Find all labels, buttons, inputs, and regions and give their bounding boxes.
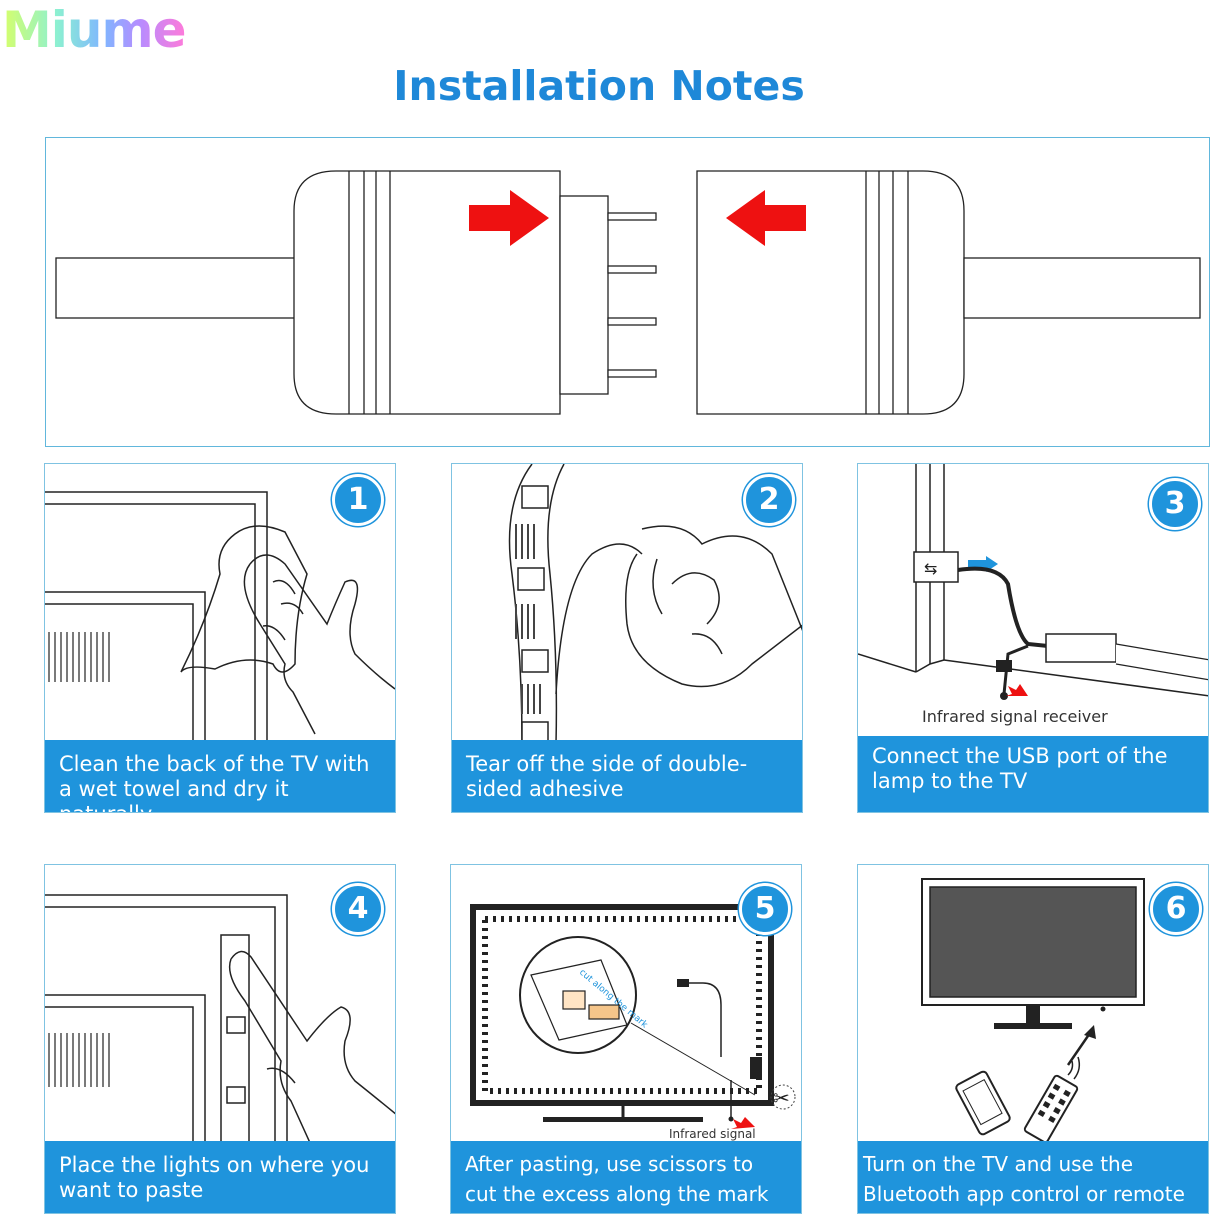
arrow-right-icon [469, 190, 549, 246]
step-panel-6: 6 Turn on the TV and use the Bluetooth a… [857, 864, 1209, 1214]
connector-illustration [55, 170, 1201, 415]
step-caption-4: Place the lights on where you want to pa… [45, 1141, 395, 1213]
step-number-6: 6 [1150, 883, 1202, 935]
svg-text:✂: ✂ [773, 1086, 790, 1110]
left-plug-head [559, 195, 609, 395]
step-caption-3: Connect the USB port of the lamp to the … [858, 736, 1208, 812]
step-panel-2: 2 Tear off the side of double-sided adhe… [451, 463, 803, 813]
page-title: Installation Notes [393, 62, 805, 110]
brand-logo: Miume [2, 1, 187, 59]
phone-icon [955, 1070, 1011, 1136]
step-4-illustration [45, 894, 395, 1145]
step-5-illustration: cut along the mark ✂ [470, 904, 796, 1129]
step-panel-3: ⇆ Infrared signal receiver 3 Connect the… [857, 463, 1209, 813]
step-number-3: 3 [1149, 478, 1201, 530]
step-panel-4: 4 Place the lights on where you want to … [44, 864, 396, 1214]
step-caption-2: Tear off the side of double-sided adhesi… [452, 740, 802, 812]
infrared-receiver-label: Infrared signal receiver [922, 707, 1108, 726]
step-panel-5: cut along the mark ✂ Infrared signal rec… [450, 864, 802, 1214]
signal-icon [1067, 1056, 1081, 1080]
step-panel-1: 1 Clean the back of the TV with a wet to… [44, 463, 396, 813]
step-caption-6: Turn on the TV and use the Bluetooth app… [858, 1141, 1208, 1213]
step-number-1: 1 [332, 474, 384, 526]
step-caption-5: After pasting, use scissors to cut the e… [451, 1141, 801, 1213]
step-number-2: 2 [743, 474, 795, 526]
connector-diagram [45, 137, 1210, 447]
step-2-illustration [508, 464, 802, 744]
left-strip [55, 257, 297, 319]
svg-text:⇆: ⇆ [924, 559, 937, 578]
right-socket-body [696, 170, 965, 415]
right-strip [963, 257, 1201, 319]
step-number-4: 4 [332, 883, 384, 935]
step-6-illustration [921, 878, 1145, 1144]
step-1-illustration [45, 491, 395, 744]
step-3-illustration: ⇆ [858, 464, 1208, 700]
remote-icon [1023, 1074, 1079, 1144]
scissors-icon: ✂ [770, 1084, 796, 1110]
left-plug-body [293, 170, 561, 415]
usb-icon: ⇆ [913, 551, 959, 583]
arrow-left-icon [726, 190, 806, 246]
step-number-5: 5 [739, 883, 791, 935]
step-caption-1: Clean the back of the TV with a wet towe… [45, 740, 395, 812]
